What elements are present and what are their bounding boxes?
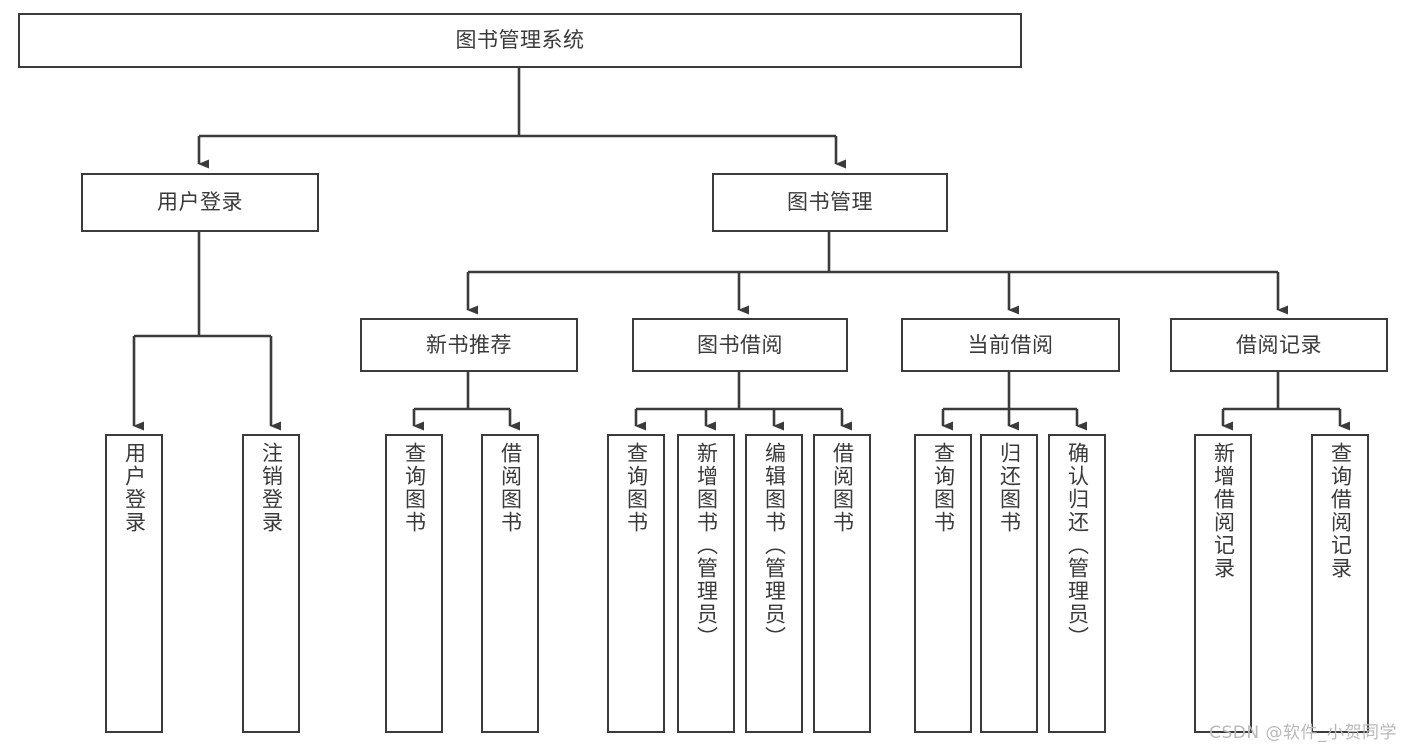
leaf-bookborrow-edit-book-admin[interactable]: 编辑图书（管理员） — [745, 434, 803, 733]
leaf-user-login-signin[interactable]: 用户登录 — [105, 434, 163, 733]
node-label: 注销登录 — [259, 442, 284, 534]
node-label: 查询图书 — [402, 442, 427, 534]
node-label: 确认归还（管理员） — [1065, 442, 1090, 649]
node-borrowing-records[interactable]: 借阅记录 — [1170, 318, 1388, 372]
node-root-book-management-system[interactable]: 图书管理系统 — [18, 13, 1022, 68]
node-label: 图书管理系统 — [455, 28, 585, 53]
node-user-login[interactable]: 用户登录 — [81, 173, 319, 232]
leaf-currentborrow-confirm-return-admin[interactable]: 确认归还（管理员） — [1048, 434, 1106, 733]
node-label: 借阅记录 — [1236, 332, 1322, 357]
node-label: 查询图书 — [931, 442, 956, 534]
leaf-borrowrecord-query-record[interactable]: 查询借阅记录 — [1311, 434, 1369, 733]
node-book-management[interactable]: 图书管理 — [712, 173, 948, 232]
leaf-bookborrow-add-book-admin[interactable]: 新增图书（管理员） — [677, 434, 735, 733]
leaf-newbook-borrow-book[interactable]: 借阅图书 — [481, 434, 539, 733]
node-label: 当前借阅 — [967, 332, 1054, 357]
leaf-newbook-query-book[interactable]: 查询图书 — [385, 434, 443, 733]
node-label: 用户登录 — [157, 190, 243, 215]
leaf-user-login-signout[interactable]: 注销登录 — [242, 434, 300, 733]
node-label: 用户登录 — [122, 442, 147, 534]
node-label: 归还图书 — [997, 442, 1022, 534]
node-label: 查询图书 — [624, 442, 649, 534]
node-label: 借阅图书 — [830, 442, 855, 534]
node-label: 新书推荐 — [426, 332, 512, 357]
node-label: 新增借阅记录 — [1211, 442, 1236, 580]
node-label: 借阅图书 — [498, 442, 523, 534]
node-book-borrowing[interactable]: 图书借阅 — [632, 318, 848, 372]
leaf-currentborrow-return-book[interactable]: 归还图书 — [980, 434, 1038, 733]
node-label: 新增图书（管理员） — [694, 442, 719, 649]
csdn-watermark: CSDN @软件_小贺同学 — [1209, 723, 1397, 743]
leaf-bookborrow-query-book[interactable]: 查询图书 — [607, 434, 665, 733]
node-label: 编辑图书（管理员） — [762, 442, 787, 649]
node-current-borrowing[interactable]: 当前借阅 — [901, 318, 1120, 372]
node-new-book-recommendation[interactable]: 新书推荐 — [360, 318, 578, 372]
leaf-borrowrecord-add-record[interactable]: 新增借阅记录 — [1194, 434, 1252, 733]
leaf-bookborrow-borrow-book[interactable]: 借阅图书 — [813, 434, 871, 733]
node-label: 查询借阅记录 — [1328, 442, 1353, 580]
leaf-currentborrow-query-book[interactable]: 查询图书 — [914, 434, 972, 733]
node-label: 图书管理 — [787, 190, 873, 215]
node-label: 图书借阅 — [697, 332, 783, 357]
